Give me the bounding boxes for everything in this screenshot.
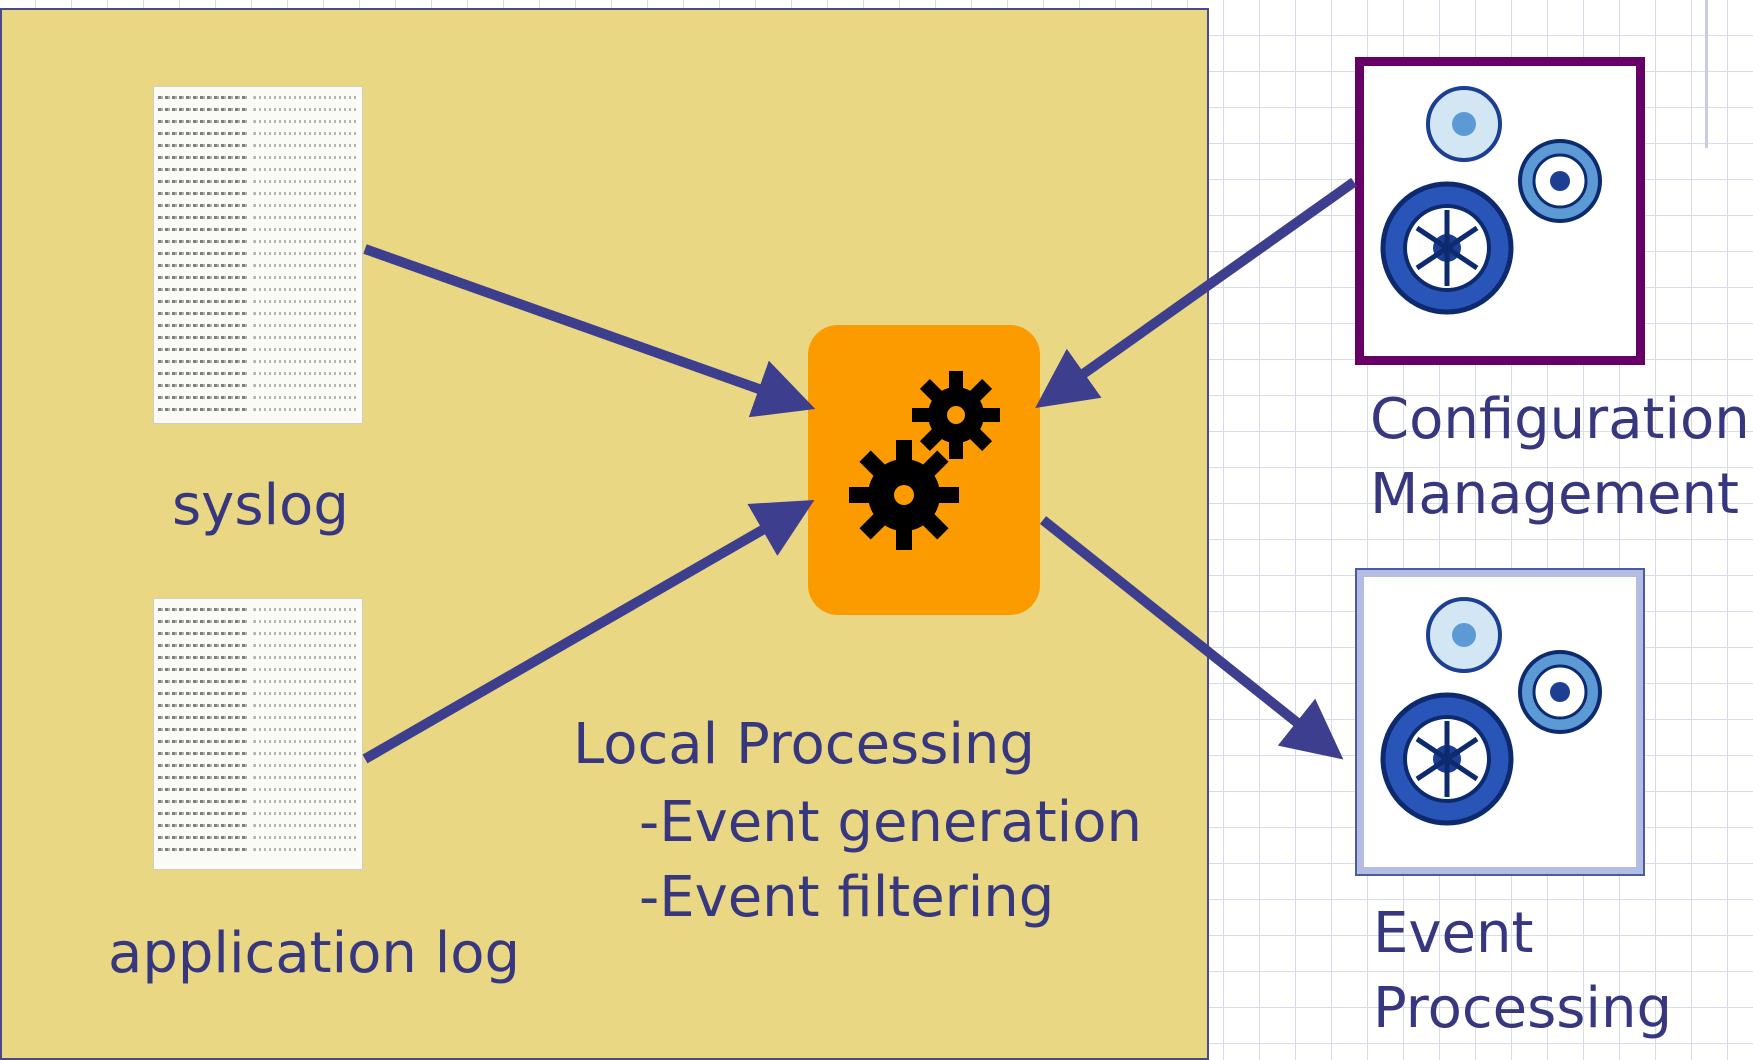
configuration-management-label-line1: Configuration (1370, 387, 1750, 452)
log-line (158, 273, 358, 282)
log-line (158, 689, 358, 698)
log-line (158, 309, 358, 318)
configuration-management-label-line2: Management (1370, 462, 1739, 527)
log-line (158, 725, 358, 734)
log-line (158, 153, 358, 162)
log-line (158, 321, 358, 330)
log-line (158, 737, 358, 746)
log-line (158, 833, 358, 842)
log-line (158, 665, 358, 674)
log-line (158, 105, 358, 114)
log-line (158, 237, 358, 246)
log-line (158, 749, 358, 758)
slide-accent-line (1705, 0, 1708, 148)
black-gears-icon (849, 371, 1000, 550)
log-line (158, 845, 358, 854)
configuration-management-box (1355, 57, 1645, 365)
log-line (158, 345, 358, 354)
log-line (158, 393, 358, 402)
log-line (158, 641, 358, 650)
log-line (158, 761, 358, 770)
log-line (158, 381, 358, 390)
log-line (158, 821, 358, 830)
log-line (158, 653, 358, 662)
log-line (158, 165, 358, 174)
log-line (158, 677, 358, 686)
local-processing-item-event-filtering: -Event filtering (639, 865, 1055, 930)
log-line (158, 249, 358, 258)
log-line (158, 297, 358, 306)
event-processing-label-line1: Event (1373, 901, 1534, 966)
log-line (158, 629, 358, 638)
log-line (158, 225, 358, 234)
event-processing-box (1355, 568, 1645, 876)
log-line (158, 369, 358, 378)
log-line (158, 201, 358, 210)
application-log-label: application log (108, 921, 521, 986)
local-processing-title: Local Processing (573, 712, 1035, 777)
log-line (158, 617, 358, 626)
log-line (158, 605, 358, 614)
log-line (158, 177, 358, 186)
local-processing-engine (808, 325, 1040, 615)
log-line (158, 93, 358, 102)
log-line (158, 797, 358, 806)
application-log-document-icon (153, 598, 363, 870)
log-line (158, 129, 358, 138)
syslog-label: syslog (172, 473, 349, 538)
log-line (158, 809, 358, 818)
log-line (158, 117, 358, 126)
log-line (158, 141, 358, 150)
gears-icon (1380, 86, 1602, 315)
log-line (158, 785, 358, 794)
log-line (158, 333, 358, 342)
log-line (158, 405, 358, 414)
log-line (158, 189, 358, 198)
log-line (158, 357, 358, 366)
log-line (158, 285, 358, 294)
log-line (158, 261, 358, 270)
syslog-document-icon (153, 86, 363, 424)
log-line (158, 773, 358, 782)
log-line (158, 713, 358, 722)
event-processing-label-line2: Processing (1373, 976, 1673, 1041)
gears-icon (1380, 597, 1602, 826)
log-line (158, 701, 358, 710)
local-processing-item-event-generation: -Event generation (639, 790, 1142, 855)
log-line (158, 213, 358, 222)
